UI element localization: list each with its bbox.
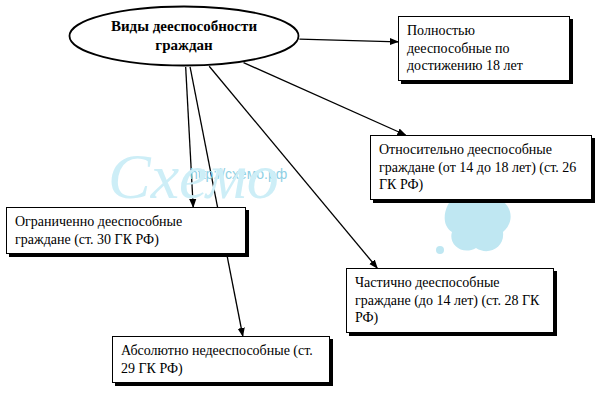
ellipse-shape — [70, 7, 299, 66]
category-box: Относительно дееспособные граждане (от 1… — [370, 135, 592, 200]
box-text: Полностью дееспособные по достижению 18 … — [407, 22, 561, 75]
box-text: Относительно дееспособные граждане (от 1… — [379, 141, 583, 194]
title-ellipse: Виды дееспособности граждан — [68, 5, 300, 67]
arrow-connector — [299, 39, 398, 42]
box-text: Частично дееспособные граждане (до 14 ле… — [355, 274, 545, 327]
arrow-connector — [244, 63, 406, 135]
box-text: Абсолютно недееспособные (ст. 29 ГК РФ) — [121, 342, 321, 377]
box-text: Ограниченно дееспособные граждане (ст. 3… — [15, 213, 237, 248]
category-box: Частично дееспособные граждане (до 14 ле… — [346, 268, 554, 333]
category-box: Ограниченно дееспособные граждане (ст. 3… — [6, 207, 246, 254]
category-box: Абсолютно недееспособные (ст. 29 ГК РФ) — [112, 336, 330, 383]
ink-drop — [436, 246, 444, 254]
title-text: Виды дееспособности граждан — [68, 17, 300, 55]
ellipse-outline — [68, 5, 300, 67]
category-box: Полностью дееспособные по достижению 18 … — [398, 16, 570, 81]
watermark-logo: Схемо — [108, 140, 279, 214]
